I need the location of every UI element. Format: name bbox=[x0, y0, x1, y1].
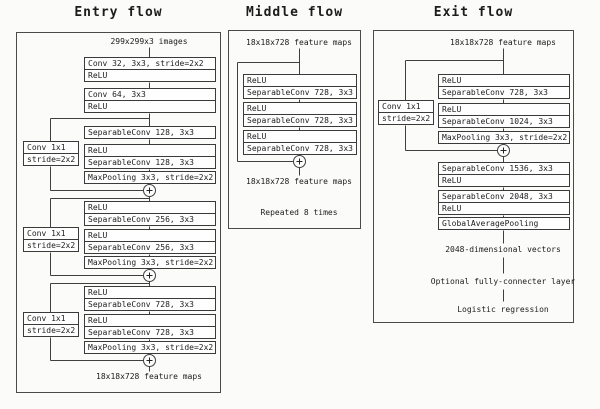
merge-add-icon bbox=[143, 354, 156, 367]
middle-output-label: 18x18x728 feature maps bbox=[246, 177, 352, 186]
layer-row: SeparableConv 728, 3x3 bbox=[85, 298, 215, 310]
exit-skip-conv1x1: Conv 1x1 stride=2x2 bbox=[378, 100, 434, 125]
layer-row: MaxPooling 3x3, stride=2x2 bbox=[88, 258, 214, 267]
exit-vectors-label: 2048-dimensional vectors bbox=[445, 245, 561, 254]
middle-block-relu-sepconv728-2: ReLU SeparableConv 728, 3x3 bbox=[243, 102, 357, 127]
merge-add-icon bbox=[143, 269, 156, 282]
entry-connectors bbox=[50, 47, 150, 372]
entry-output-label: 18x18x728 feature maps bbox=[96, 372, 202, 381]
entry-block-relu-sepconv256-b: ReLU SeparableConv 256, 3x3 bbox=[84, 229, 216, 254]
middle-flow-panel bbox=[228, 30, 361, 229]
layer-row: Conv 1x1 bbox=[27, 314, 66, 323]
layer-row: ReLU bbox=[88, 288, 108, 297]
layer-row: SeparableConv 728, 3x3 bbox=[244, 114, 356, 126]
layer-row: SeparableConv 128, 3x3 bbox=[88, 128, 194, 137]
entry-block-relu-sepconv128: ReLU SeparableConv 128, 3x3 bbox=[84, 144, 216, 169]
layer-row: SeparableConv 728, 3x3 bbox=[244, 142, 356, 154]
exit-block-sepconv2048-relu: SeparableConv 2048, 3x3 ReLU bbox=[438, 190, 570, 215]
entry-block-maxpool-2: MaxPooling 3x3, stride=2x2 bbox=[84, 256, 216, 269]
middle-connectors bbox=[237, 48, 300, 176]
layer-row: ReLU bbox=[247, 76, 267, 85]
layer-row: ReLU bbox=[247, 132, 267, 141]
layer-row: MaxPooling 3x3, stride=2x2 bbox=[88, 343, 214, 352]
layer-row: SeparableConv 128, 3x3 bbox=[85, 156, 215, 168]
layer-row: ReLU bbox=[439, 202, 569, 214]
layer-row: Conv 32, 3x3, stride=2x2 bbox=[88, 59, 204, 68]
merge-add-icon bbox=[497, 144, 510, 157]
layer-row: SeparableConv 728, 3x3 bbox=[85, 326, 215, 338]
layer-row: SeparableConv 256, 3x3 bbox=[85, 213, 215, 225]
middle-block-relu-sepconv728-3: ReLU SeparableConv 728, 3x3 bbox=[243, 130, 357, 155]
entry-block-sepconv128: SeparableConv 128, 3x3 bbox=[84, 126, 216, 139]
middle-flow-title: Middle flow bbox=[245, 5, 344, 20]
entry-skip-conv1x1-2: Conv 1x1 stride=2x2 bbox=[23, 227, 79, 252]
layer-row: ReLU bbox=[439, 174, 569, 186]
entry-block-relu-sepconv728-b: ReLU SeparableConv 728, 3x3 bbox=[84, 314, 216, 339]
merge-add-icon bbox=[293, 155, 306, 168]
layer-row: ReLU bbox=[442, 105, 462, 114]
exit-block-globalavgpool: GlobalAveragePooling bbox=[438, 217, 570, 230]
entry-block-maxpool-3: MaxPooling 3x3, stride=2x2 bbox=[84, 341, 216, 354]
middle-input-label: 18x18x728 feature maps bbox=[246, 38, 352, 47]
layer-row: ReLU bbox=[247, 104, 267, 113]
layer-row: ReLU bbox=[85, 100, 215, 112]
entry-block-conv64: Conv 64, 3x3 ReLU bbox=[84, 88, 216, 113]
layer-row: SeparableConv 256, 3x3 bbox=[85, 241, 215, 253]
layer-row: stride=2x2 bbox=[24, 239, 78, 251]
exit-input-label: 18x18x728 feature maps bbox=[450, 38, 556, 47]
entry-input-label: 299x299x3 images bbox=[110, 37, 188, 46]
exit-flow-title: Exit flow bbox=[433, 5, 514, 20]
layer-row: SeparableConv 1536, 3x3 bbox=[442, 164, 553, 173]
entry-block-relu-sepconv256-a: ReLU SeparableConv 256, 3x3 bbox=[84, 201, 216, 226]
layer-row: stride=2x2 bbox=[24, 324, 78, 336]
exit-block-relu-sepconv728: ReLU SeparableConv 728, 3x3 bbox=[438, 74, 570, 99]
middle-block-relu-sepconv728-1: ReLU SeparableConv 728, 3x3 bbox=[243, 74, 357, 99]
exit-block-relu-sepconv1024: ReLU SeparableConv 1024, 3x3 bbox=[438, 103, 570, 128]
entry-skip-conv1x1-3: Conv 1x1 stride=2x2 bbox=[23, 312, 79, 337]
entry-flow-panel bbox=[16, 32, 221, 393]
layer-row: GlobalAveragePooling bbox=[442, 219, 539, 228]
exit-flow-panel bbox=[373, 30, 574, 323]
layer-row: MaxPooling 3x3, stride=2x2 bbox=[88, 173, 214, 182]
layer-row: Conv 1x1 bbox=[27, 229, 66, 238]
entry-block-conv32: Conv 32, 3x3, stride=2x2 ReLU bbox=[84, 57, 216, 82]
merge-add-icon bbox=[143, 184, 156, 197]
exit-logistic-label: Logistic regression bbox=[457, 305, 549, 314]
layer-row: ReLU bbox=[88, 316, 108, 325]
layer-row: ReLU bbox=[88, 146, 108, 155]
layer-row: Conv 1x1 bbox=[382, 102, 421, 111]
exit-block-sepconv1536-relu: SeparableConv 1536, 3x3 ReLU bbox=[438, 162, 570, 187]
layer-row: SeparableConv 728, 3x3 bbox=[439, 86, 569, 98]
exit-fc-label: Optional fully-connecter layer bbox=[430, 277, 576, 286]
layer-row: Conv 1x1 bbox=[27, 143, 66, 152]
entry-block-relu-sepconv728-a: ReLU SeparableConv 728, 3x3 bbox=[84, 286, 216, 311]
layer-row: stride=2x2 bbox=[379, 112, 433, 124]
layer-row: SeparableConv 1024, 3x3 bbox=[439, 115, 569, 127]
layer-row: ReLU bbox=[85, 69, 215, 81]
entry-block-maxpool-1: MaxPooling 3x3, stride=2x2 bbox=[84, 171, 216, 184]
layer-row: Conv 64, 3x3 bbox=[88, 90, 146, 99]
entry-flow-title: Entry flow bbox=[74, 5, 163, 20]
layer-row: SeparableConv 2048, 3x3 bbox=[442, 192, 553, 201]
layer-row: MaxPooling 3x3, stride=2x2 bbox=[442, 133, 568, 142]
layer-row: SeparableConv 728, 3x3 bbox=[244, 86, 356, 98]
layer-row: ReLU bbox=[442, 76, 462, 85]
entry-skip-conv1x1-1: Conv 1x1 stride=2x2 bbox=[23, 141, 79, 166]
layer-row: ReLU bbox=[88, 203, 108, 212]
exit-block-maxpool: MaxPooling 3x3, stride=2x2 bbox=[438, 131, 570, 144]
middle-repeat-note: Repeated 8 times bbox=[260, 208, 338, 217]
layer-row: stride=2x2 bbox=[24, 153, 78, 165]
layer-row: ReLU bbox=[88, 231, 108, 240]
